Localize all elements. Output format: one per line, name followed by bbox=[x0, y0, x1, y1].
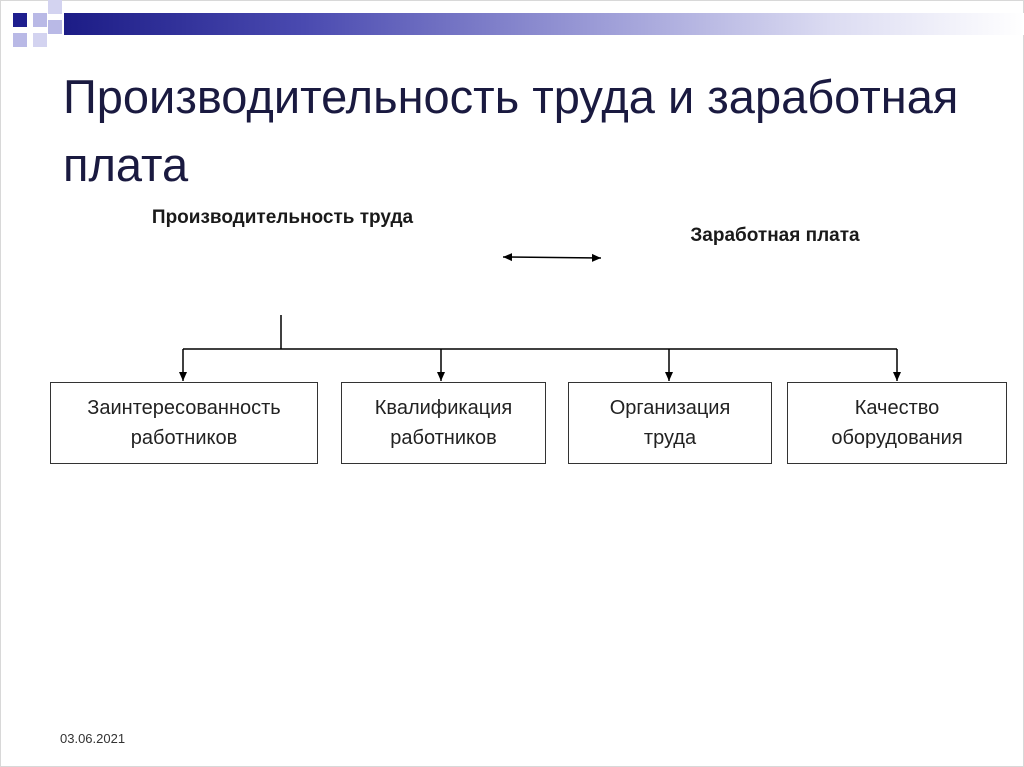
square-decoration bbox=[13, 33, 27, 47]
square-decoration bbox=[48, 0, 62, 14]
header-gradient-bar bbox=[64, 13, 1024, 35]
square-decoration bbox=[33, 13, 47, 27]
factor-box-organization: Организация труда bbox=[568, 382, 772, 464]
slide-date: 03.06.2021 bbox=[60, 731, 126, 746]
page-title: Производительность труда и заработная пл… bbox=[63, 70, 959, 191]
factor-box-equipment: Качество оборудования bbox=[787, 382, 1007, 464]
double-arrow bbox=[502, 253, 602, 262]
square-decoration bbox=[33, 33, 47, 47]
factor-box-motivation: Заинтересованность работников bbox=[50, 382, 318, 464]
square-decoration bbox=[48, 20, 62, 34]
factor-box-qualification: Квалификация работников bbox=[341, 382, 546, 464]
square-decoration bbox=[13, 13, 27, 27]
wage-label: Заработная плата bbox=[690, 225, 860, 246]
labor-productivity-label: Производительность труда bbox=[151, 207, 414, 228]
